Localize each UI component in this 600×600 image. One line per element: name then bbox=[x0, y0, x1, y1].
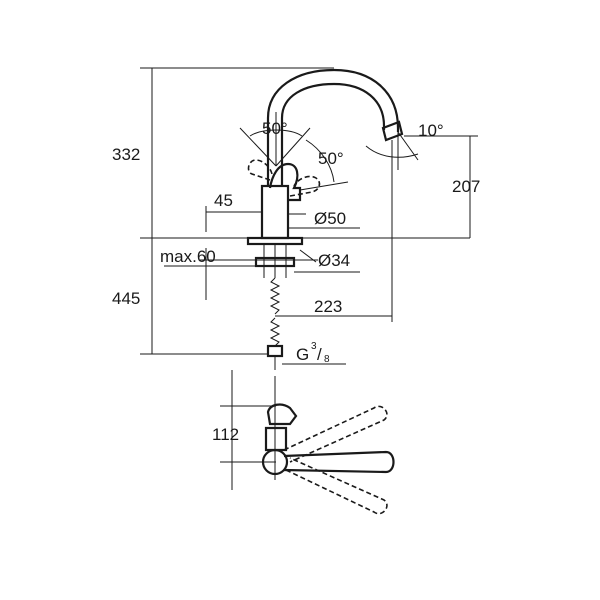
top-plan-view: 112 bbox=[212, 370, 395, 515]
dim-223-label: 223 bbox=[314, 297, 342, 316]
connection-numerator: 3 bbox=[311, 341, 317, 352]
dim-d50-label: Ø50 bbox=[314, 209, 346, 228]
plan-body-housing bbox=[264, 426, 288, 452]
lever-handle bbox=[268, 162, 302, 202]
dim-max60-label: max.60 bbox=[160, 247, 216, 266]
spout-inner-outline bbox=[280, 82, 386, 186]
plan-spout-ghost-up bbox=[283, 405, 388, 463]
flexible-hose-upper bbox=[269, 277, 281, 315]
spout-aerator bbox=[381, 120, 404, 142]
plan-lever bbox=[266, 403, 298, 426]
dim-207-label: 207 bbox=[452, 177, 480, 196]
plan-spout-main bbox=[283, 450, 395, 474]
lever-ghost-right bbox=[289, 175, 321, 197]
plan-spout-ghost-down bbox=[285, 457, 388, 515]
hose-connector bbox=[266, 344, 284, 358]
lever-angle-line-left bbox=[239, 127, 277, 167]
lever-angle-line-right2 bbox=[299, 181, 349, 191]
lever-angle-left-label: 50° bbox=[262, 119, 288, 138]
dim-112-label: 112 bbox=[212, 425, 239, 444]
lever-angle-line-right bbox=[275, 127, 311, 167]
lever-angle-right-label: 50° bbox=[318, 149, 344, 168]
spout-tilt-label: 10° bbox=[418, 121, 444, 140]
connection-thread-label: G bbox=[296, 345, 309, 364]
mounting-plate-top bbox=[246, 236, 304, 246]
lever-angle-arc-right bbox=[305, 139, 335, 183]
spout-outer-outline bbox=[266, 68, 400, 186]
connection-denominator: 8 bbox=[324, 354, 330, 365]
dim-332-label: 332 bbox=[112, 145, 140, 164]
dim-d34-leader bbox=[299, 249, 317, 263]
dim-45-label: 45 bbox=[214, 191, 233, 210]
connection-prefix: G bbox=[296, 345, 309, 364]
lever-angle-arc-top bbox=[249, 129, 303, 137]
connection-slash: / bbox=[317, 345, 322, 364]
dim-445-label: 445 bbox=[112, 289, 140, 308]
side-elevation-view: 332 445 207 223 45 Ø50 max.60 Ø34 50° 50… bbox=[112, 67, 480, 370]
flexible-hose-lower bbox=[269, 317, 281, 347]
dim-d34-label: Ø34 bbox=[318, 251, 350, 270]
faucet-body bbox=[260, 184, 290, 240]
spout-tilt-arc bbox=[365, 145, 419, 158]
